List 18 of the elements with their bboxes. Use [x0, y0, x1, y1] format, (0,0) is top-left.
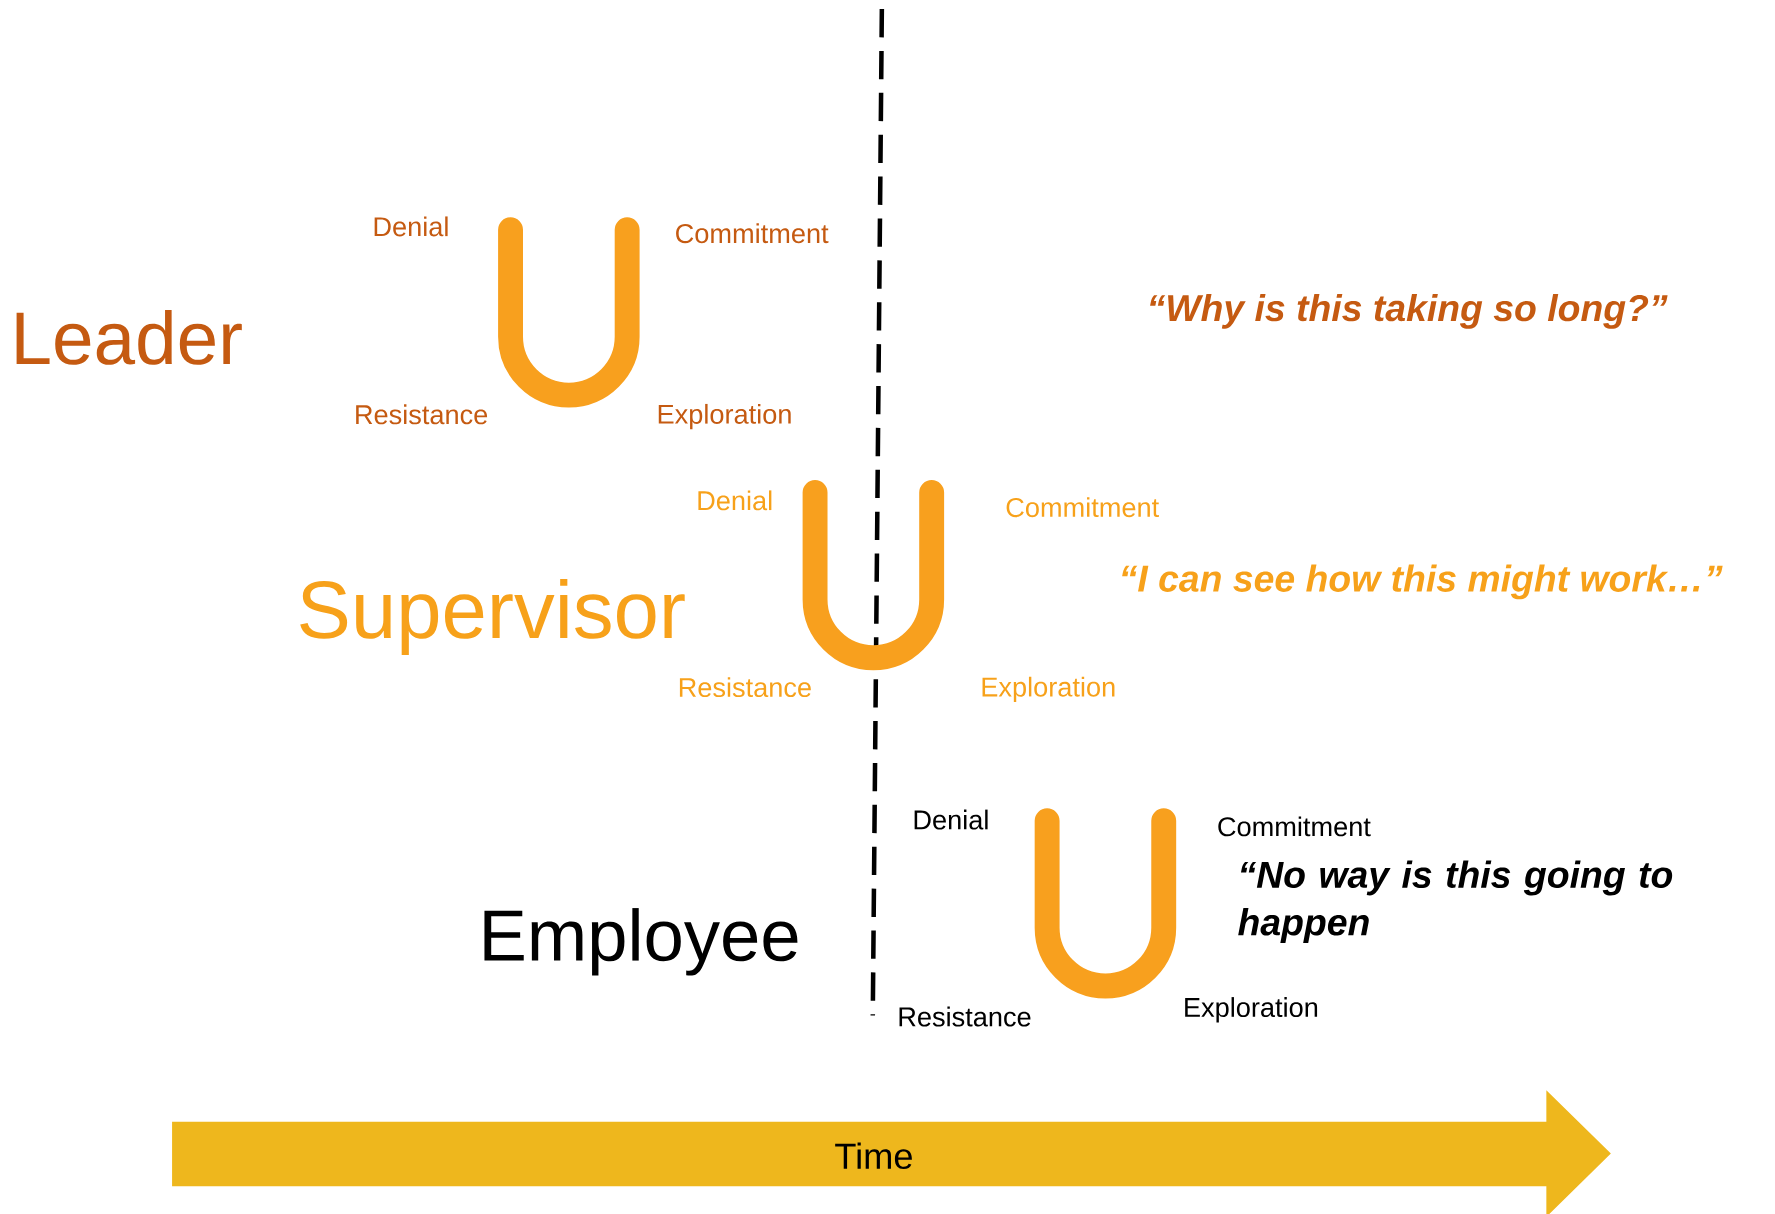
role-label: Supervisor — [300, 579, 685, 656]
stage-label: Exploration — [982, 677, 1115, 703]
quote-text: “Why is this taking so long?” — [1150, 294, 1668, 329]
quote-text: “No way is this going to happen — [1238, 860, 1673, 944]
stage-label: Denial — [698, 490, 772, 511]
stage-label: Commitment — [1006, 497, 1159, 518]
stage-label: Exploration — [1185, 997, 1318, 1023]
stage-label: Resistance — [899, 1006, 1031, 1027]
stage-label: Commitment — [1218, 816, 1371, 837]
quote-text: “I can see how this might work…” — [1122, 564, 1723, 600]
stage-label: Commitment — [676, 223, 829, 244]
stage-label: Exploration — [658, 404, 791, 430]
stage-label: Denial — [374, 216, 448, 237]
stage-label: Resistance — [356, 404, 488, 425]
role-label: Leader — [16, 310, 242, 365]
stage-label: Denial — [914, 809, 988, 830]
role-label: Employee — [484, 908, 798, 976]
stage-label: Resistance — [679, 677, 811, 698]
